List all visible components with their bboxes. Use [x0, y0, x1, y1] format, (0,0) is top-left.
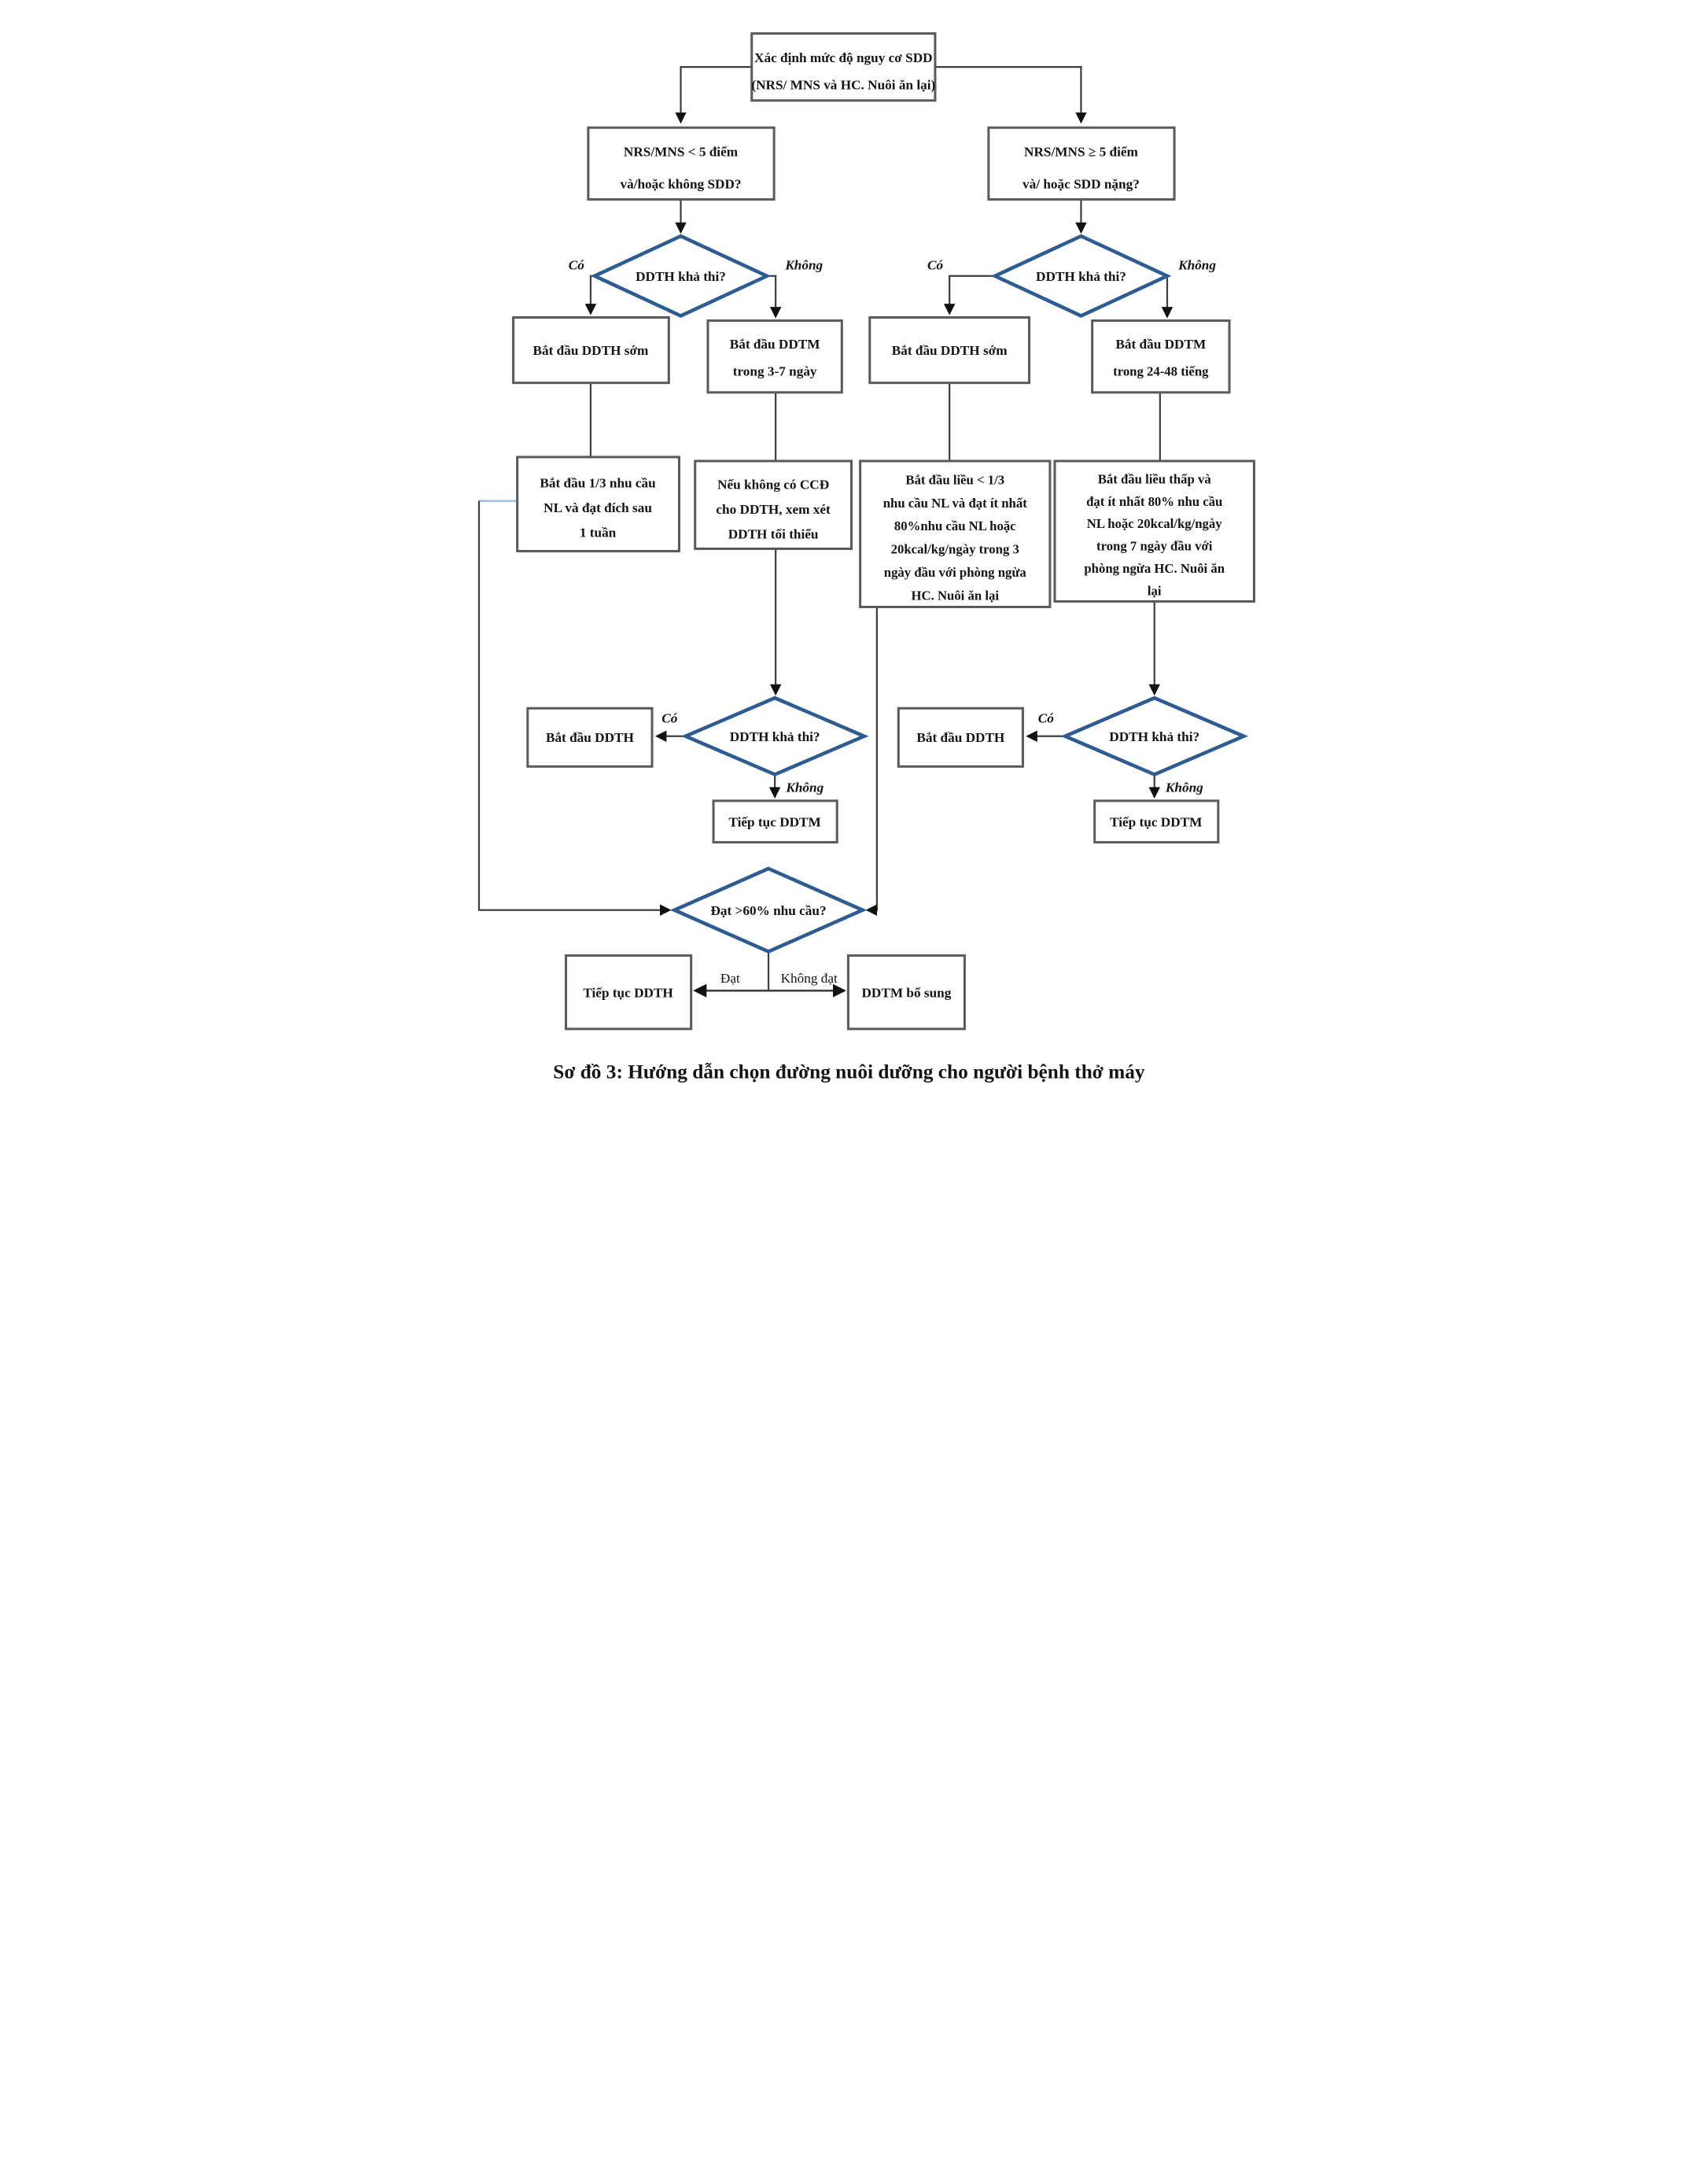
- edge-d1-no: [766, 275, 781, 319]
- node-start-low-dose-7days-line2: đạt ít nhất 80% nhu cầu: [1086, 494, 1222, 509]
- node-right-question-line2: và/ hoặc SDD nặng?: [1022, 176, 1140, 191]
- label-d4-no: Không: [1164, 780, 1203, 795]
- node-start-ddtm-3-7-line2: trong 3-7 ngày: [732, 364, 816, 379]
- node-no-contraindication: [693, 459, 853, 551]
- node-continue-ddtm-right: [1093, 799, 1219, 844]
- nodes: Xác định mức độ nguy cơ SDD (NRS/ MNS và…: [511, 32, 1255, 1031]
- decision-ddth-feasible-right2-label: DDTH khả thi?: [1109, 729, 1199, 744]
- node-continue-ddtm-left-label: Tiếp tục DDTM: [728, 814, 820, 829]
- node-start-ddtm-3-7-line1: Bắt đầu DDTM: [729, 337, 820, 352]
- label-d5-not-met: Không đạt: [780, 971, 837, 986]
- diagram-caption: Sơ đồ 3: Hướng dẫn chọn đường nuôi dưỡng…: [553, 1061, 1145, 1083]
- edge-b1-feedback-to-d5: [477, 500, 671, 917]
- decision-ddth-feasible-right2: [1059, 695, 1248, 777]
- edge-root-to-left-question: [674, 66, 752, 124]
- node-continue-ddth-label: Tiếp tục DDTH: [583, 985, 673, 1000]
- node-start-low-dose-7days-line3: NL hoặc 20kcal/kg/ngày: [1086, 516, 1222, 531]
- node-start-low-dose-3days-line4: 20kcal/kg/ngày trong 3: [890, 542, 1019, 557]
- decision-ddth-feasible-left2: [680, 695, 868, 777]
- node-start-ddth-early-right: [868, 315, 1030, 385]
- node-ddtm-supplement: [846, 954, 966, 1031]
- node-start-low-dose-3days-line2: nhu cầu NL và đạt ít nhất: [882, 496, 1026, 511]
- node-start-ddtm-24-48-line2: trong 24-48 tiếng: [1113, 364, 1209, 379]
- node-root-line2: (NRS/ MNS và HC. Nuôi ăn lại): [751, 78, 935, 93]
- label-d5-met: Đạt: [720, 971, 739, 986]
- node-start-ddth-left-label: Bắt đầu DDTH: [545, 730, 634, 745]
- label-d1-yes: Có: [568, 258, 584, 273]
- node-root: [750, 32, 936, 102]
- edge-d3-yes: [943, 275, 995, 315]
- node-start-ddth-left: [525, 706, 654, 768]
- flowchart-page: Xác định mức độ nguy cơ SDD (NRS/ MNS và…: [420, 0, 1286, 1108]
- decision-ddth-feasible-right1-label: DDTH khả thi?: [1036, 269, 1126, 284]
- node-left-question: [586, 126, 776, 201]
- node-root-line1: Xác định mức độ nguy cơ SDD: [754, 50, 933, 65]
- node-start-low-dose-7days-line5: phòng ngừa HC. Nuôi ăn: [1084, 561, 1225, 576]
- node-continue-ddtm-left: [712, 799, 838, 844]
- edge-b3-feedback-to-d5: [865, 607, 878, 917]
- decision-meets-60-percent: [669, 866, 867, 954]
- node-start-low-dose-3days-line3: 80%nhu cầu NL hoặc: [894, 518, 1015, 533]
- node-start-low-dose-3days-line6: HC. Nuôi ăn lại: [911, 588, 999, 603]
- node-start-one-third-line3: 1 tuần: [579, 525, 616, 540]
- label-d3-yes: Có: [927, 258, 942, 273]
- decision-ddth-feasible-left2-label: DDTH khả thi?: [729, 729, 820, 744]
- node-start-ddth-early-left: [511, 315, 670, 385]
- edge-root-to-right-question: [934, 66, 1087, 124]
- label-d3-no: Không: [1177, 258, 1216, 273]
- node-start-ddtm-3-7: [706, 319, 843, 394]
- node-start-low-dose-7days-line4: trong 7 ngày đầu với: [1096, 539, 1213, 554]
- node-start-one-third-line1: Bắt đầu 1/3 nhu cầu: [540, 475, 656, 490]
- node-start-ddtm-24-48: [1090, 319, 1231, 394]
- node-ddtm-supplement-label: DDTM bổ sung: [861, 985, 951, 1000]
- decisions: DDTH khả thi? DDTH khả thi? DDTH khả thi…: [590, 234, 1248, 954]
- node-continue-ddth: [564, 954, 692, 1031]
- decision-ddth-feasible-right1: [990, 234, 1171, 318]
- node-right-question: [986, 126, 1176, 201]
- node-left-question-line2: và/hoặc không SDD?: [620, 176, 741, 191]
- node-right-question-line1: NRS/MNS ≥ 5 điểm: [1024, 145, 1138, 160]
- node-continue-ddtm-right-label: Tiếp tục DDTM: [1110, 814, 1202, 829]
- edge-d1-yes: [584, 275, 596, 315]
- node-start-low-dose-3days: [858, 459, 1051, 609]
- node-start-low-dose-3days-line5: ngày đầu với phòng ngừa: [883, 565, 1026, 580]
- label-d4-yes: Có: [1037, 711, 1053, 726]
- node-no-contraindication-line2: cho DDTH, xem xét: [716, 502, 831, 517]
- decision-ddth-feasible-left1: [590, 234, 771, 318]
- node-start-ddth-right-label: Bắt đầu DDTH: [916, 730, 1005, 745]
- node-start-one-third-line2: NL và đạt đích sau: [543, 500, 652, 515]
- node-start-low-dose-3days-line1: Bắt đầu liều < 1/3: [905, 472, 1004, 487]
- nutrition-flowchart: Xác định mức độ nguy cơ SDD (NRS/ MNS và…: [477, 32, 1255, 1083]
- node-start-one-third: [515, 456, 680, 553]
- node-start-low-dose-7days-line6: lại: [1147, 583, 1161, 598]
- decision-ddth-feasible-left1-label: DDTH khả thi?: [636, 269, 726, 284]
- label-d1-no: Không: [784, 258, 823, 273]
- node-no-contraindication-line1: Nếu không có CCĐ: [717, 477, 829, 492]
- label-d2-no: Không: [785, 780, 824, 795]
- node-start-low-dose-7days-line1: Bắt đầu liều thấp và: [1097, 471, 1211, 486]
- node-left-question-line1: NRS/MNS < 5 điểm: [623, 145, 738, 160]
- node-start-ddth-early-left-label: Bắt đầu DDTH sớm: [532, 343, 648, 358]
- node-no-contraindication-line3: DDTH tối thiểu: [728, 526, 818, 541]
- edge-labels: Có Không Có Không Có Không Có Không Đạt …: [568, 258, 1216, 986]
- node-start-low-dose-7days: [1052, 459, 1255, 603]
- label-d2-yes: Có: [661, 711, 677, 726]
- node-start-ddtm-24-48-line1: Bắt đầu DDTM: [1115, 337, 1206, 352]
- decision-meets-60-percent-label: Đạt >60% nhu cầu?: [710, 903, 826, 918]
- node-start-ddth-right: [897, 706, 1024, 768]
- node-start-ddth-early-right-label: Bắt đầu DDTH sớm: [891, 343, 1007, 358]
